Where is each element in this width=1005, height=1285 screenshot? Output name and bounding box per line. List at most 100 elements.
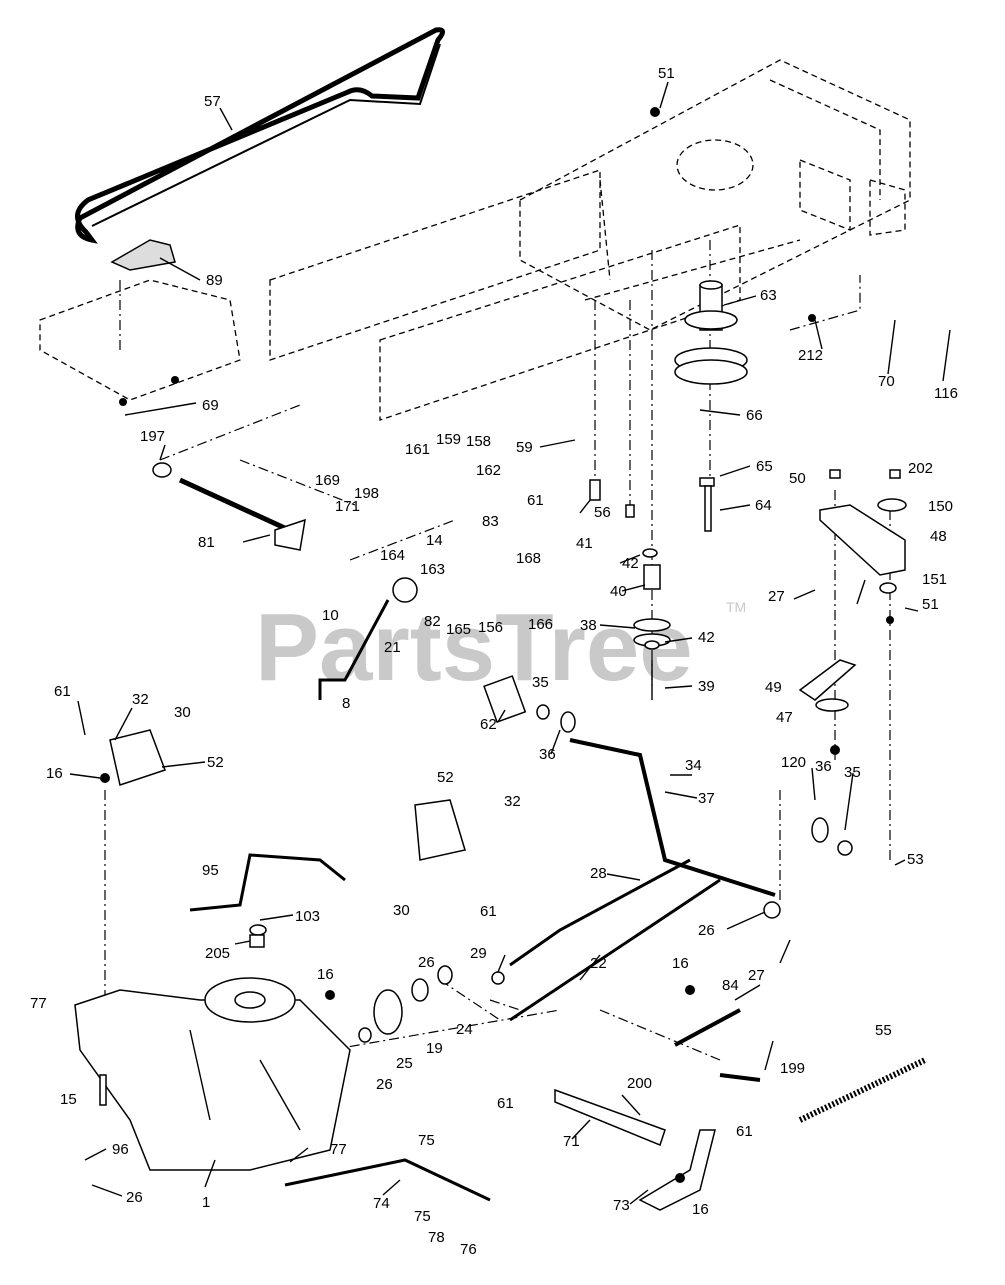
callout-42b: 42	[698, 629, 715, 646]
transaxle-1	[74, 977, 351, 1171]
bracket-30-right	[414, 799, 466, 861]
arm-71	[554, 1088, 666, 1146]
callout-202: 202	[908, 460, 933, 477]
callout-57: 57	[204, 93, 221, 110]
callout-51b: 51	[922, 596, 939, 613]
callout-61: 61	[527, 492, 544, 509]
callout-75: 75	[418, 1132, 435, 1149]
tractor-frame	[39, 59, 911, 421]
callout-14: 14	[426, 532, 443, 549]
pulley-63	[674, 280, 748, 385]
callout-81: 81	[198, 534, 215, 551]
callout-29: 29	[470, 945, 487, 962]
callout-30: 30	[174, 704, 191, 721]
callout-55: 55	[875, 1022, 892, 1039]
callout-78: 78	[428, 1229, 445, 1246]
callout-16: 16	[46, 765, 63, 782]
shift-lever	[318, 577, 418, 700]
belt-guide	[110, 239, 176, 271]
rod-74	[284, 1158, 491, 1202]
callout-151: 151	[922, 571, 947, 588]
callout-41: 41	[576, 535, 593, 552]
callout-116: 116	[934, 385, 958, 402]
callout-61e: 61	[736, 1123, 753, 1140]
callout-166: 166	[528, 616, 553, 633]
callout-53: 53	[907, 851, 924, 868]
callout-15: 15	[60, 1091, 77, 1108]
callout-16c: 16	[672, 955, 689, 972]
callout-168: 168	[516, 550, 541, 567]
callout-84: 84	[722, 977, 739, 994]
rod-95	[189, 853, 346, 912]
callout-36b: 36	[815, 758, 832, 775]
callout-77: 77	[30, 995, 47, 1012]
callout-62: 62	[480, 716, 497, 733]
callout-48: 48	[930, 528, 947, 545]
callout-21: 21	[384, 639, 401, 656]
callout-89: 89	[206, 272, 223, 289]
callout-19: 19	[426, 1040, 443, 1057]
callout-64: 64	[755, 497, 772, 514]
callout-25: 25	[396, 1055, 413, 1072]
callout-74: 74	[373, 1195, 390, 1212]
drive-belt	[75, 27, 445, 244]
callout-50: 50	[789, 470, 806, 487]
callout-200: 200	[627, 1075, 652, 1092]
callout-42: 42	[622, 555, 639, 572]
callout-161: 161	[405, 441, 430, 458]
callout-71: 71	[563, 1133, 580, 1150]
callout-40: 40	[610, 583, 627, 600]
callout-37: 37	[698, 790, 715, 807]
callout-38: 38	[580, 617, 597, 634]
pulley-38	[633, 564, 671, 700]
callout-158: 158	[466, 433, 491, 450]
callout-199: 199	[780, 1060, 805, 1077]
callout-39: 39	[698, 678, 715, 695]
callout-70: 70	[878, 373, 895, 390]
watermark: PartsTree	[255, 594, 693, 701]
callout-65: 65	[756, 458, 773, 475]
rods-28-22	[509, 858, 721, 1022]
callout-49: 49	[765, 679, 782, 696]
callout-76: 76	[460, 1241, 477, 1258]
callout-171: 171	[335, 498, 360, 515]
callout-77b: 77	[330, 1141, 347, 1158]
callout-26d: 26	[126, 1189, 143, 1206]
callout-34: 34	[685, 757, 702, 774]
callout-61b: 61	[54, 683, 71, 700]
callout-labels: 57 89 51 63 212 70 116 69 66 197 161 159…	[30, 65, 958, 1258]
callout-35: 35	[532, 674, 549, 691]
callout-52: 52	[207, 754, 224, 771]
callout-205: 205	[205, 945, 230, 962]
callout-52b: 52	[437, 769, 454, 786]
callout-82: 82	[424, 613, 441, 630]
callout-16d: 16	[692, 1201, 709, 1218]
callout-32b: 32	[504, 793, 521, 810]
callout-159: 159	[436, 431, 461, 448]
callout-103: 103	[295, 908, 320, 925]
callout-150: 150	[928, 498, 953, 515]
linkage-rod-34	[483, 675, 776, 897]
callout-36: 36	[539, 746, 556, 763]
callout-24: 24	[456, 1021, 473, 1038]
leader-lines	[69, 81, 951, 1205]
callout-8: 8	[342, 695, 350, 712]
spring-55	[798, 1057, 927, 1123]
callout-16b: 16	[317, 966, 334, 983]
assembly-centerlines	[104, 240, 891, 1061]
callout-61c: 61	[480, 903, 497, 920]
callout-198: 198	[354, 485, 379, 502]
callout-69: 69	[202, 397, 219, 414]
callout-51: 51	[658, 65, 675, 82]
callout-26: 26	[698, 922, 715, 939]
callout-32: 32	[132, 691, 149, 708]
callout-26b: 26	[418, 954, 435, 971]
watermark-trademark: TM	[726, 599, 746, 615]
callout-56: 56	[594, 504, 611, 521]
callout-75b: 75	[414, 1208, 431, 1225]
callout-169: 169	[315, 472, 340, 489]
callout-156: 156	[478, 619, 503, 636]
callout-96: 96	[112, 1141, 129, 1158]
